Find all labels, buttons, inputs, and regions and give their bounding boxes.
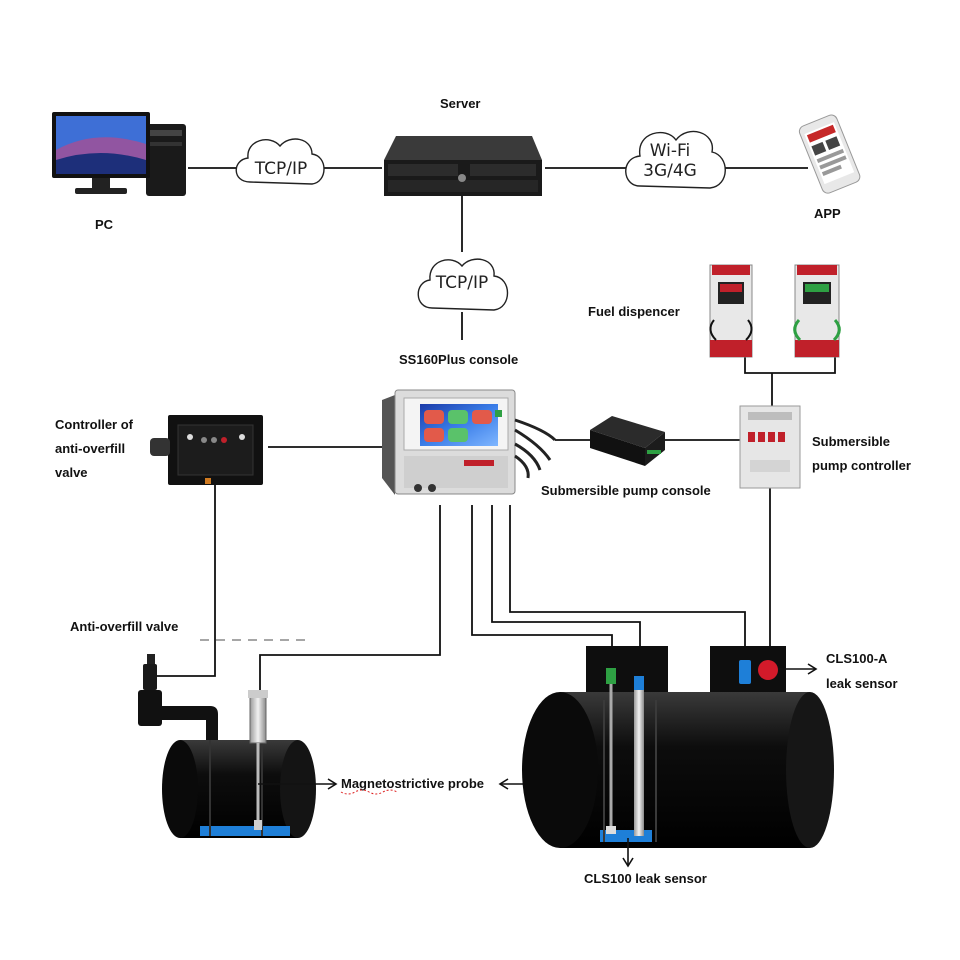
tcpip-center-text: TCP/IP bbox=[435, 273, 489, 293]
wiring bbox=[152, 167, 836, 700]
large-tank bbox=[522, 646, 834, 848]
pc-icon bbox=[52, 112, 186, 196]
cls100a-label-2: leak sensor bbox=[826, 676, 898, 691]
console-label: SS160Plus console bbox=[399, 352, 518, 367]
wifi-text-line2: 3G/4G bbox=[643, 161, 697, 181]
submersible-pump-controller bbox=[739, 405, 801, 489]
anti-overfill-valve-label: Anti-overfill valve bbox=[70, 619, 178, 634]
pc-label: PC bbox=[95, 217, 114, 232]
smartphone-icon bbox=[798, 114, 861, 194]
overfill-controller-label-3: valve bbox=[55, 465, 88, 480]
sp-console-label: Submersible pump console bbox=[541, 483, 711, 498]
cls100-label: CLS100 leak sensor bbox=[584, 871, 707, 886]
tcpip-left-text: TCP/IP bbox=[254, 159, 308, 179]
anti-overfill-valve bbox=[138, 654, 218, 742]
server-icon bbox=[384, 136, 542, 196]
mag-probe-label: Magnetostrictive probe bbox=[341, 776, 484, 791]
cls100a-label-1: CLS100-A bbox=[826, 651, 888, 666]
wifi-cloud bbox=[625, 130, 726, 189]
fuel-dispenser-2 bbox=[793, 264, 841, 358]
anti-overfill-controller bbox=[150, 415, 263, 485]
wifi-text-line1: Wi-Fi bbox=[650, 141, 691, 161]
fuel-dispenser-1 bbox=[709, 264, 753, 358]
server-label: Server bbox=[440, 96, 480, 111]
small-tank bbox=[162, 690, 316, 838]
cls100-arrow bbox=[622, 838, 634, 868]
sp-controller-label-1: Submersible bbox=[812, 434, 890, 449]
app-label: APP bbox=[814, 206, 841, 221]
tcpip-cloud-center bbox=[417, 258, 509, 311]
sp-controller-label-2: pump controller bbox=[812, 458, 911, 473]
fuel-dispenser-label: Fuel dispencer bbox=[588, 304, 680, 319]
cls100a-arrow bbox=[778, 663, 818, 675]
overfill-controller-label-2: anti-overfill bbox=[55, 441, 125, 456]
overfill-controller-label-1: Controller of bbox=[55, 417, 134, 432]
submersible-pump-console bbox=[590, 416, 665, 466]
tcpip-cloud-left bbox=[235, 138, 325, 185]
ss160plus-console bbox=[382, 389, 557, 495]
